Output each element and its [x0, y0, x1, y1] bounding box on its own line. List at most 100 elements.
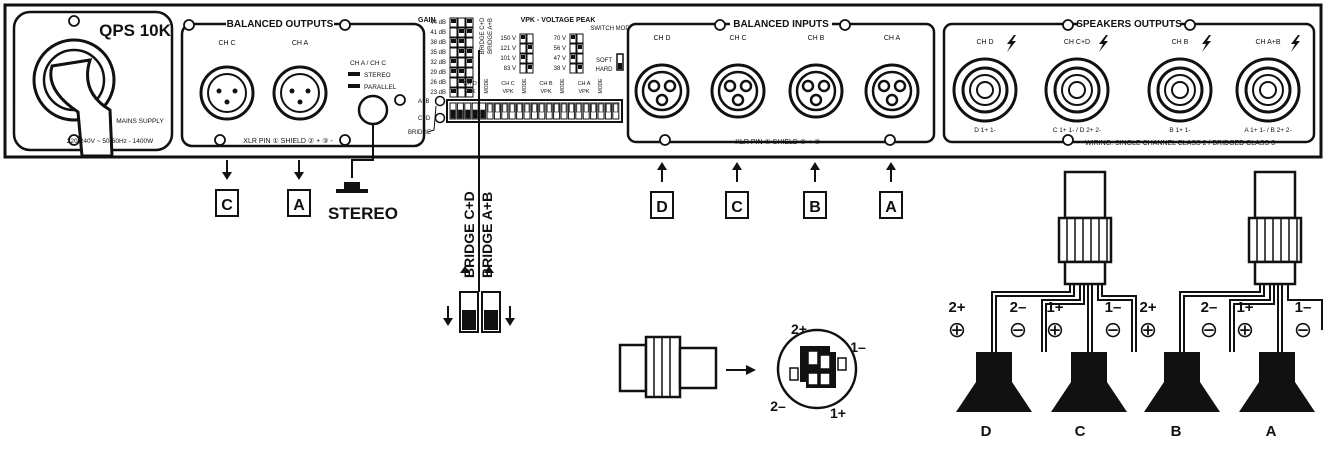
screw-icon: [714, 19, 726, 31]
vpk-dip-cell: [526, 33, 534, 44]
terminal-label: 2+: [948, 299, 965, 316]
vpk-ch-label: CH D: [463, 81, 476, 87]
balanced-inputs-section: BALANCED INPUTS CH D CH C CH B CH A XLR …: [626, 14, 936, 146]
input-xlr-pinout: XLR PIN ① SHIELD ② + ③ -: [735, 138, 825, 146]
speakon-output-b[interactable]: [1147, 57, 1213, 123]
dip-lever: [467, 59, 472, 63]
minus-icon: ⊖: [1104, 317, 1122, 342]
vpk-dip-cell: [569, 63, 577, 74]
gain-level: 38 dB: [430, 40, 446, 46]
panel-bridge-cd-label: BRIDGE C+D: [480, 17, 486, 55]
power-cable-icon: [49, 58, 114, 158]
terminal-label: 1–: [1105, 299, 1122, 316]
dip-lever: [517, 103, 522, 113]
xlr-input-b[interactable]: [788, 63, 844, 119]
screw-icon: [1184, 19, 1196, 31]
minus-icon: ⊖: [1294, 317, 1312, 342]
switch-mode-toggle[interactable]: [616, 53, 624, 71]
stereo-switch-icon: [344, 182, 360, 189]
xlr-input-a[interactable]: [864, 63, 920, 119]
xlr-output-c[interactable]: [199, 65, 255, 121]
plus-icon: ⊕: [1139, 317, 1157, 342]
speaker-outputs-title: SPEAKERS OUTPUTS: [1076, 19, 1182, 30]
spk-ch-label: CH C+D: [1064, 39, 1090, 46]
vpk-mode-label: MODE: [560, 78, 566, 94]
bridge-cd-mode: C+D: [418, 116, 431, 122]
dip-lever: [532, 103, 537, 113]
callout-box: [287, 189, 311, 217]
pin-label: 2+: [791, 321, 807, 337]
rear-panel: QPS 10K MAINS SUPPLY 220-240V ~ 50-60Hz …: [3, 3, 1323, 159]
dip-lever: [450, 109, 456, 119]
vpk-dip-switches[interactable]: [519, 33, 584, 74]
gain-dip-cell: [465, 37, 474, 48]
vpk-dip-cell: [576, 33, 584, 44]
stereo-parallel-switch[interactable]: [357, 94, 389, 126]
plug-body-icon: [618, 343, 648, 393]
xlr-output-a[interactable]: [272, 65, 328, 121]
vpk-dip-cell: [519, 63, 527, 74]
xlr-input-d[interactable]: [634, 63, 690, 119]
screw-icon: [884, 134, 896, 146]
dip-lever: [467, 49, 472, 53]
gain-dip-cell: [457, 17, 466, 28]
channel-dip-switches[interactable]: [446, 99, 623, 123]
speakon-output-d[interactable]: [952, 57, 1018, 123]
wiring-note: WIRING: SINGLE CHANNEL CLASS 2 / BRIDGED…: [1085, 140, 1275, 147]
screw-icon: [68, 15, 80, 27]
vpk-level: 121 V: [500, 46, 516, 52]
dip-lever: [451, 69, 456, 73]
callout-input: B: [809, 199, 821, 216]
dip-lever: [451, 89, 456, 93]
dip-lever: [554, 103, 559, 113]
xlr-input-c[interactable]: [710, 63, 766, 119]
arrow-up-icon: [731, 161, 743, 183]
gain-dip-cell: [449, 27, 458, 38]
minus-icon: ⊖: [1200, 317, 1218, 342]
bridge-ab-mode: A+B: [418, 99, 430, 105]
out-ch-a-label: CH A: [292, 40, 309, 47]
switch-mode-label: SWITCH MODE: [590, 26, 633, 32]
vpk-level: 38 V: [554, 66, 566, 72]
balanced-outputs-title: BALANCED OUTPUTS: [227, 19, 334, 30]
gain-level: 23 dB: [430, 90, 446, 96]
spk-pin-label: D 1+ 1-: [974, 127, 996, 134]
callout-box: [215, 189, 239, 217]
vpk-dip-cell: [569, 43, 577, 54]
bridge-callout: BRIDGE C+D BRIDGE A+B: [442, 50, 516, 333]
power-section: QPS 10K MAINS SUPPLY 220-240V ~ 50-60Hz …: [12, 10, 174, 158]
spk-pin-label: B 1+ 1-: [1169, 127, 1190, 134]
in-ch-label: CH C: [729, 35, 746, 42]
dip-lever: [502, 103, 508, 113]
callout-input: D: [656, 199, 668, 216]
gain-dip-switches[interactable]: [449, 17, 474, 98]
callout-stereo: STEREO: [328, 204, 398, 223]
vpk-level: 47 V: [554, 56, 566, 62]
dip-lever: [472, 109, 478, 119]
arrow-down-icon: [442, 305, 454, 327]
speakon-output-cd[interactable]: [1044, 57, 1110, 123]
speaker-name: D: [981, 423, 992, 440]
gain-title: GAIN: [418, 17, 436, 24]
speaker-outputs-section: SPEAKERS OUTPUTS CH D CH C+D CH B CH A+B…: [942, 14, 1316, 147]
screw-icon: [659, 134, 671, 146]
spk-ch-label: CH A+B: [1255, 39, 1280, 46]
speakon-output-ab[interactable]: [1235, 57, 1301, 123]
callout-bridge-cd: BRIDGE C+D: [461, 191, 477, 278]
dip-lever: [459, 39, 464, 43]
gain-dip-cell: [465, 67, 474, 78]
dip-lever: [539, 103, 545, 113]
dip-lever: [583, 103, 589, 113]
dip-lever: [495, 103, 500, 113]
vpk-level: 150 V: [500, 36, 516, 42]
wires-left-plug: [991, 284, 1137, 352]
dip-lever: [451, 19, 456, 23]
speakon-plug-icon: [1057, 170, 1113, 286]
dip-lever: [591, 103, 596, 113]
screw-icon: [839, 19, 851, 31]
callout-output-c: C: [221, 197, 233, 214]
gain-level: 26 dB: [430, 80, 446, 86]
spk-ch-label: CH B: [1172, 39, 1189, 46]
